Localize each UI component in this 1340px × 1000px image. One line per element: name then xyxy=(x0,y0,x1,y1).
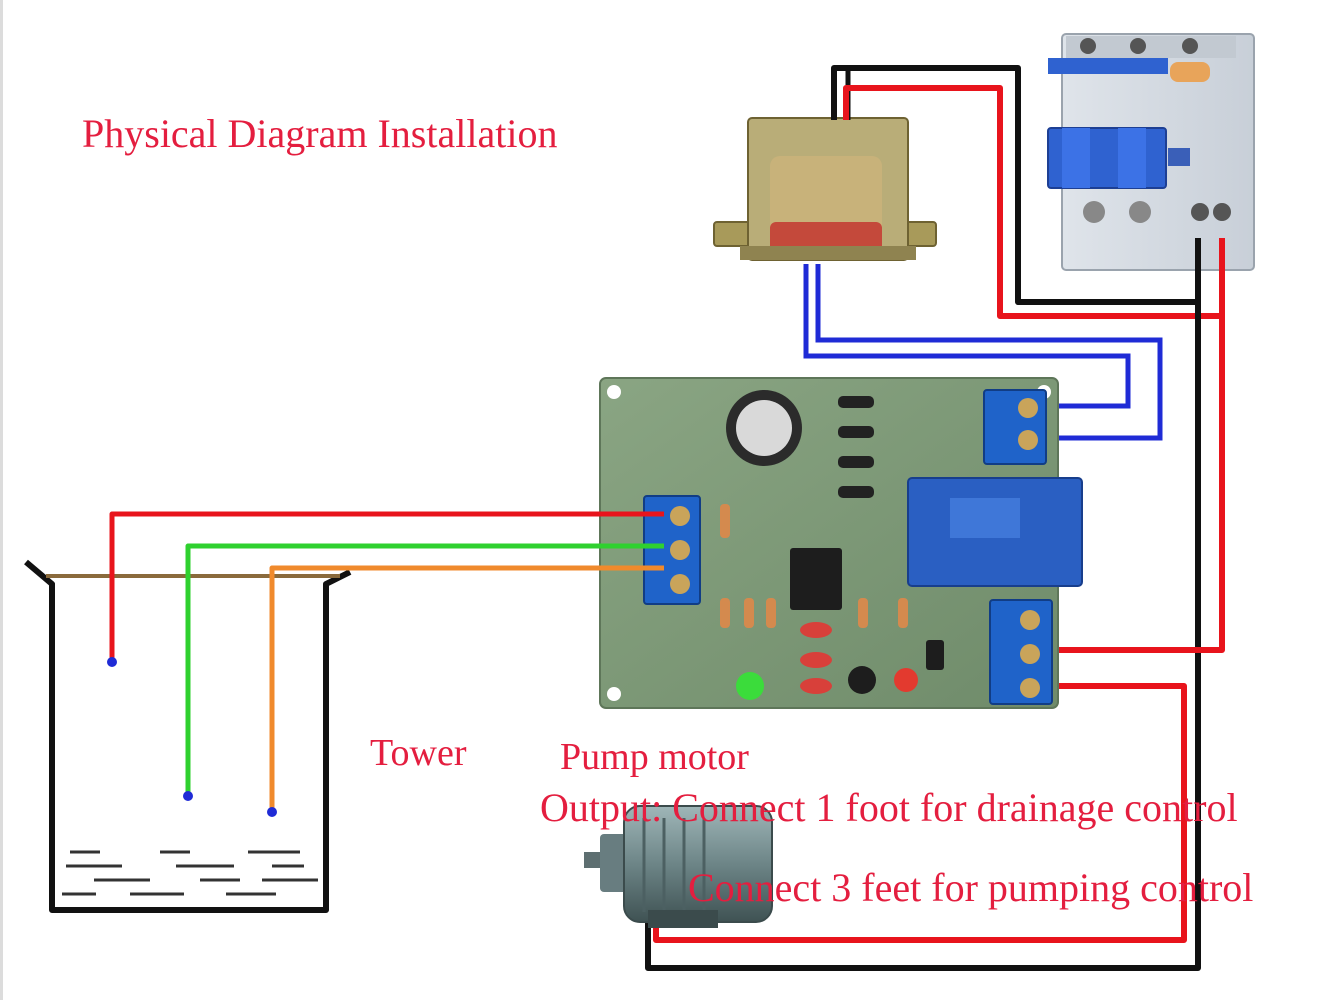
output-drainage-note: Output: Connect 1 foot for drainage cont… xyxy=(540,785,1238,830)
pumping-control-note: Connect 3 feet for pumping control xyxy=(688,865,1254,910)
probe-tips xyxy=(107,657,277,817)
transformer-icon xyxy=(713,70,937,261)
pump-motor-label: Pump motor xyxy=(560,736,749,778)
pump-motor-icon xyxy=(584,805,773,928)
tower-label: Tower xyxy=(370,732,467,774)
water-tower-tank xyxy=(24,559,352,913)
probe-wires xyxy=(109,511,664,812)
circuit-breaker-icon xyxy=(1047,33,1255,271)
control-board xyxy=(599,377,1083,709)
diagram-title: Physical Diagram Installation xyxy=(82,111,558,156)
transformer-secondary-wires xyxy=(803,264,1163,441)
left-edge-line xyxy=(0,0,3,1000)
